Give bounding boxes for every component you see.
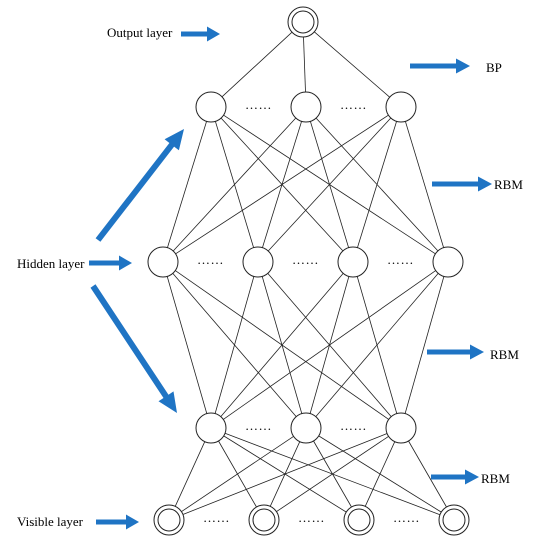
connection-line bbox=[174, 441, 206, 507]
hidden-layer-right-arrow-icon bbox=[89, 255, 132, 271]
blue-arrows bbox=[89, 26, 492, 530]
visible-neuron-inner-ring bbox=[157, 508, 181, 532]
visible-layer-label: Visible layer bbox=[17, 514, 84, 529]
connection-line bbox=[223, 270, 436, 420]
visible-neuron-inner-ring bbox=[252, 508, 276, 532]
hidden-neuron-bottom bbox=[290, 412, 322, 444]
connection-line bbox=[276, 436, 389, 512]
connection-line bbox=[357, 121, 397, 248]
visible-neuron-inner-ring bbox=[442, 508, 466, 532]
rbm-label-bottom: RBM bbox=[481, 471, 510, 486]
hidden-neuron-middle bbox=[147, 246, 179, 278]
hidden-neuron-bottom bbox=[385, 412, 417, 444]
connection-line bbox=[175, 114, 389, 255]
hidden-neuron-top bbox=[290, 91, 322, 123]
ellipsis-dots: …… bbox=[340, 418, 367, 433]
hidden-layer-down-arrow-icon bbox=[90, 284, 177, 413]
hidden-neuron-bottom bbox=[195, 412, 227, 444]
output-layer-label: Output layer bbox=[107, 25, 173, 40]
connection-line bbox=[303, 36, 306, 93]
visible-layer-arrow-icon bbox=[96, 514, 139, 530]
rbm-bottom-arrow-icon bbox=[431, 469, 479, 485]
neurons bbox=[147, 6, 470, 536]
rbm-middle-arrow-icon bbox=[427, 344, 484, 360]
connection-line bbox=[408, 440, 447, 508]
rbm-label-middle: RBM bbox=[490, 347, 519, 362]
connection-line bbox=[167, 121, 207, 248]
ellipsis-dots: …… bbox=[340, 97, 367, 112]
connection-line bbox=[404, 276, 445, 414]
connection-line bbox=[214, 276, 255, 414]
connection-line bbox=[267, 117, 392, 252]
connection-line bbox=[166, 276, 208, 414]
bp-label: BP bbox=[486, 60, 502, 75]
connection-line bbox=[220, 273, 344, 417]
connection-line bbox=[314, 31, 390, 98]
connection-line bbox=[181, 436, 294, 512]
ellipsis-dots: …… bbox=[292, 252, 319, 267]
connection-line bbox=[364, 441, 396, 507]
bp-arrow-icon bbox=[410, 58, 470, 74]
rbm-label-top: RBM bbox=[494, 177, 523, 192]
connection-line bbox=[221, 31, 293, 98]
hidden-neuron-middle bbox=[432, 246, 464, 278]
connection-line bbox=[405, 121, 444, 248]
hidden-neuron-top bbox=[195, 91, 227, 123]
ellipsis-dots: …… bbox=[393, 510, 420, 525]
connection-line bbox=[315, 273, 439, 417]
ellipsis-dots: …… bbox=[245, 97, 272, 112]
output-layer-arrow-icon bbox=[181, 26, 220, 42]
output-neuron-inner-ring bbox=[291, 10, 315, 34]
hidden-neuron-top bbox=[385, 91, 417, 123]
connection-lines bbox=[166, 31, 447, 516]
connection-line bbox=[172, 117, 297, 252]
rbm-top-arrow-icon bbox=[432, 176, 492, 192]
ellipsis-dots: …… bbox=[203, 510, 230, 525]
visible-neuron-inner-ring bbox=[347, 508, 371, 532]
ellipses: …… …… …… …… …… …… …… …… …… …… bbox=[197, 97, 420, 525]
ellipsis-dots: …… bbox=[197, 252, 224, 267]
hidden-layer-up-arrow-icon bbox=[95, 129, 184, 242]
ellipsis-dots: …… bbox=[298, 510, 325, 525]
ellipsis-dots: …… bbox=[387, 252, 414, 267]
ellipsis-dots: …… bbox=[245, 418, 272, 433]
hidden-neuron-middle bbox=[242, 246, 274, 278]
hidden-neuron-middle bbox=[337, 246, 369, 278]
hidden-layer-label: Hidden layer bbox=[17, 256, 85, 271]
connection-line bbox=[182, 433, 388, 515]
